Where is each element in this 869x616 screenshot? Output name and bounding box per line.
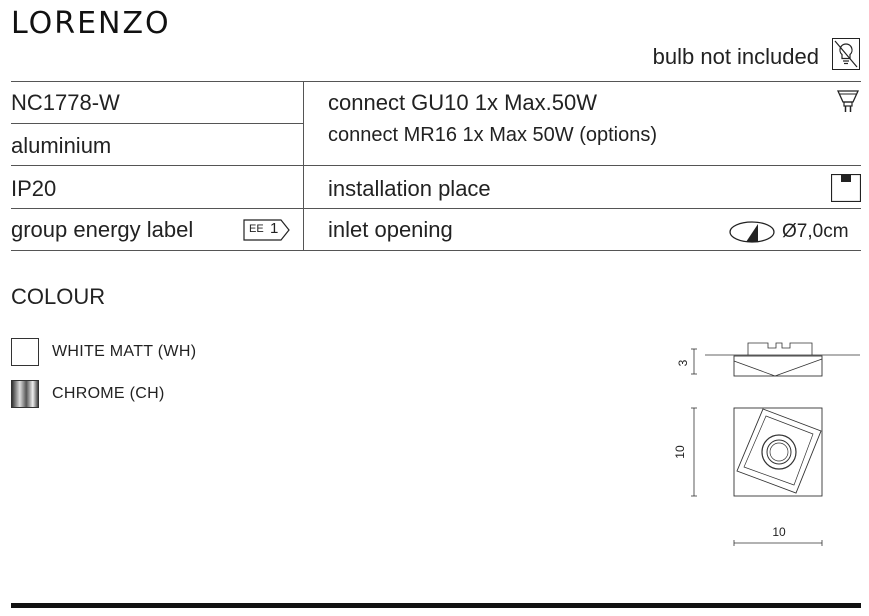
spec-code: NC1778-W xyxy=(11,90,120,115)
table-rule-3 xyxy=(11,208,861,209)
spec-energy-label: group energy label xyxy=(11,217,194,242)
colour-option-chrome: CHROME (CH) xyxy=(52,385,165,402)
colour-heading: COLOUR xyxy=(11,284,106,309)
colour-option-white: WHITE MATT (WH) xyxy=(52,343,197,360)
energy-badge-text: EE xyxy=(249,223,264,235)
table-top-rule xyxy=(11,81,861,82)
inlet-opening-icon xyxy=(729,221,775,243)
table-divider xyxy=(303,82,304,250)
table-rule-2 xyxy=(11,165,861,166)
gu10-bulb-icon xyxy=(836,90,860,112)
bulb-crossed-icon xyxy=(832,38,860,70)
dimension-drawing: 3 10 10 xyxy=(673,342,860,546)
height-dim-value: 3 xyxy=(676,359,690,366)
side-view-top xyxy=(747,342,813,355)
table-rule-left-1 xyxy=(11,123,303,124)
side-view-body xyxy=(733,355,823,377)
spec-inlet: inlet opening xyxy=(328,217,453,242)
bottom-rule xyxy=(11,603,861,608)
product-title: LORENZO xyxy=(11,6,171,41)
width-dim-value: 10 xyxy=(772,525,786,539)
energy-arrow-icon xyxy=(243,219,290,241)
energy-badge: EE 1 xyxy=(243,218,291,247)
energy-badge-number: 1 xyxy=(270,220,279,237)
table-bottom-rule xyxy=(11,250,861,251)
spec-material: aluminium xyxy=(11,133,112,158)
lamp-ring xyxy=(761,434,797,470)
inlet-diameter-value: Ø7,0cm xyxy=(782,221,849,242)
swatch-white-matt xyxy=(11,338,39,366)
spec-ip: IP20 xyxy=(11,176,57,201)
depth-dim-value: 10 xyxy=(673,445,687,459)
swatch-chrome xyxy=(11,380,39,408)
bulb-note: bulb not included xyxy=(652,44,819,69)
spec-installation: installation place xyxy=(328,176,491,201)
ceiling-recessed-icon xyxy=(831,174,861,202)
top-view-rotated-square xyxy=(736,408,822,494)
spec-connect-mr16: connect MR16 1x Max 50W (options) xyxy=(328,124,658,146)
spec-connect-gu10: connect GU10 1x Max.50W xyxy=(328,90,598,115)
top-view-frame xyxy=(733,407,823,497)
